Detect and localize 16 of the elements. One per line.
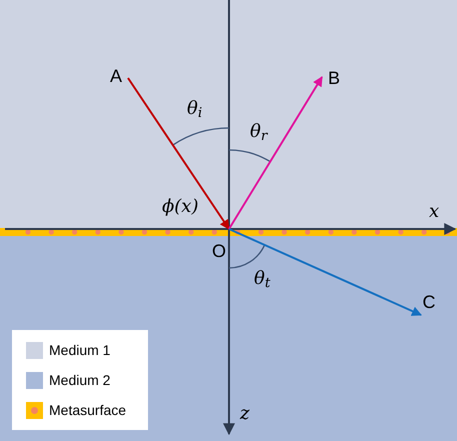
axis-label: z bbox=[240, 405, 250, 423]
legend-label: Medium 2 bbox=[49, 370, 110, 390]
point-label: C bbox=[422, 293, 436, 311]
axis-label: x bbox=[429, 203, 440, 221]
angle-label: θ$_{r}$ bbox=[250, 123, 268, 141]
ray-arrow bbox=[127, 77, 230, 230]
ray-arrow bbox=[228, 228, 422, 316]
ray-arrow bbox=[228, 76, 323, 230]
legend-label: Metasurface bbox=[49, 400, 126, 420]
point-label: O bbox=[212, 242, 226, 260]
angle-label: θ$_{i}$ bbox=[187, 100, 202, 118]
point-label: B bbox=[328, 69, 340, 87]
angle-label: θ$_{t}$ bbox=[254, 270, 270, 288]
phase-label: ϕ(x) bbox=[162, 198, 198, 216]
legend-label: Medium 1 bbox=[49, 340, 110, 360]
point-label: A bbox=[110, 67, 122, 85]
